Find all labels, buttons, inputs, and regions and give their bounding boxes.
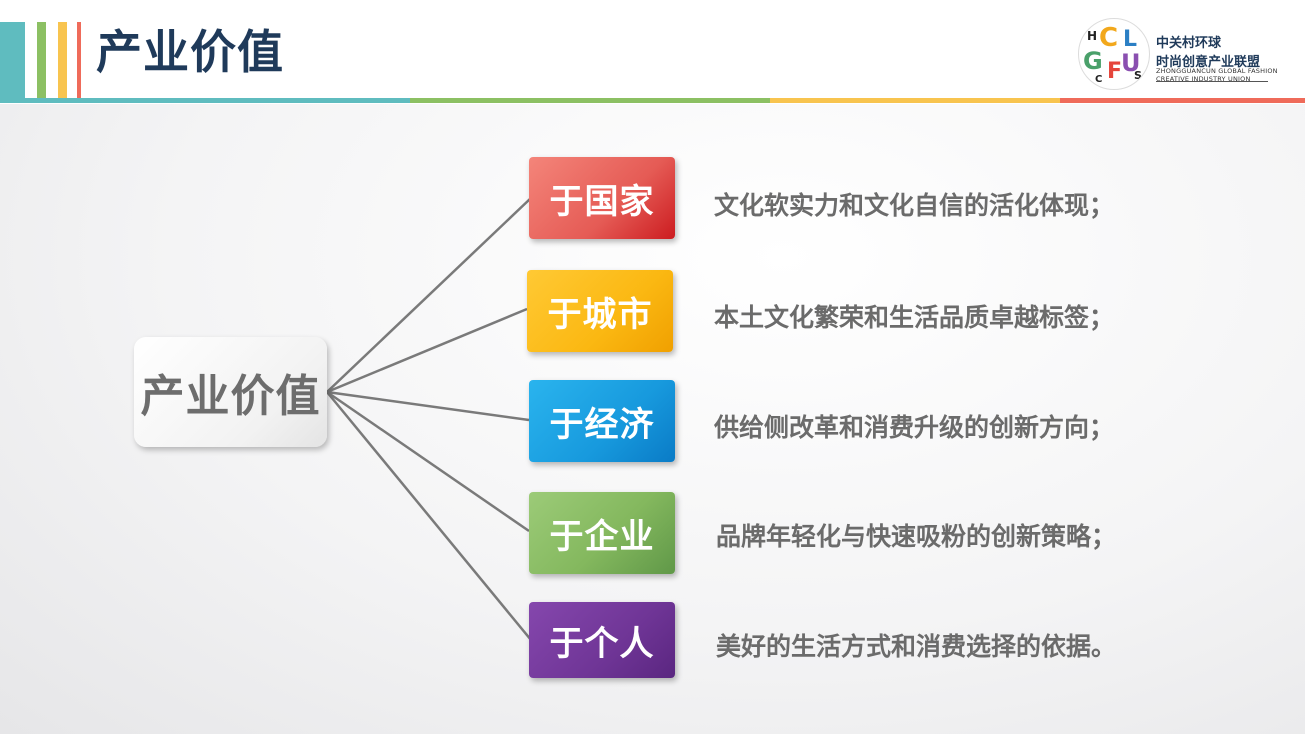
logo-letter: C xyxy=(1099,23,1119,53)
branch-description-economy: 供给侧改革和消费升级的创新方向； xyxy=(714,413,1115,442)
branch-description-country: 文化软实力和文化自信的活化体现； xyxy=(714,191,1115,220)
center-node: 产业价值 xyxy=(134,337,327,447)
logo-letter: S xyxy=(1134,69,1142,82)
header: 产业价值 H C L G F U S C 中关村环球 时尚创意产业联盟 ZHON… xyxy=(0,0,1305,104)
branch-description-enterprise: 品牌年轻化与快速吸粉的创新策略； xyxy=(716,522,1117,551)
logo-underline xyxy=(1156,81,1268,82)
logo-letter: H xyxy=(1087,29,1098,43)
logo: H C L G F U S C 中关村环球 时尚创意产业联盟 ZHONGGUAN… xyxy=(1078,18,1278,90)
divider-green xyxy=(410,98,770,103)
connector-line xyxy=(326,307,528,394)
logo-letter: F xyxy=(1107,59,1123,84)
branch-description-individual: 美好的生活方式和消费选择的依据。 xyxy=(716,632,1117,661)
accent-bar-teal xyxy=(0,22,25,99)
logo-name-en-line2: CREATIVE INDUSTRY UNION xyxy=(1156,75,1251,83)
logo-name-cn-line2: 时尚创意产业联盟 xyxy=(1156,55,1261,70)
logo-letter: L xyxy=(1123,27,1138,52)
branch-box-economy: 于经济 xyxy=(529,380,675,462)
page-title: 产业价值 xyxy=(96,25,284,79)
logo-letter: C xyxy=(1095,74,1103,85)
connector-line xyxy=(326,390,530,422)
logo-emblem: H C L G F U S C xyxy=(1078,18,1150,90)
branch-box-city: 于城市 xyxy=(527,270,673,352)
divider-red xyxy=(1060,98,1305,103)
branch-box-country: 于国家 xyxy=(529,157,675,239)
accent-bar-red xyxy=(77,22,81,99)
connector-line xyxy=(326,390,530,533)
branch-description-city: 本土文化繁荣和生活品质卓越标签； xyxy=(714,303,1115,332)
logo-name-cn: 中关村环球 时尚创意产业联盟 xyxy=(1156,32,1260,70)
accent-bar-yellow xyxy=(58,22,67,99)
connector-line xyxy=(326,391,532,641)
logo-name-en-line1: ZHONGGUANCUN GLOBAL FASHION xyxy=(1156,67,1278,75)
divider-yellow xyxy=(770,98,1060,103)
accent-bar-green xyxy=(37,22,46,99)
divider-teal xyxy=(0,98,410,103)
logo-name-cn-line1: 中关村环球 xyxy=(1156,36,1222,51)
logo-name-en: ZHONGGUANCUN GLOBAL FASHION CREATIVE IND… xyxy=(1156,67,1278,83)
connector-line xyxy=(326,197,532,393)
logo-letter: U xyxy=(1121,49,1141,77)
logo-letter: G xyxy=(1083,47,1103,75)
branch-box-enterprise: 于企业 xyxy=(529,492,675,574)
branch-box-individual: 于个人 xyxy=(529,602,675,678)
